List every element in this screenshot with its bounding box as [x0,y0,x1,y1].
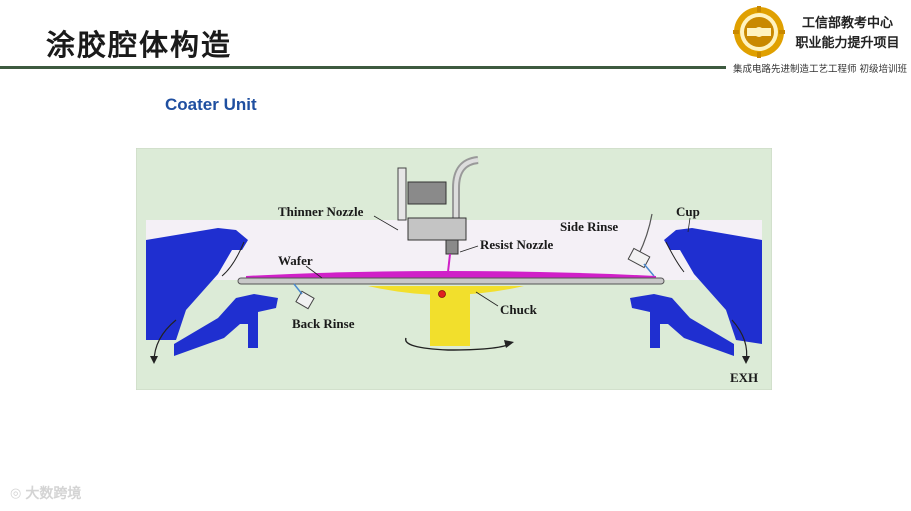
coater-unit-diagram: Thinner Nozzle Resist Nozzle Side Rinse … [136,148,772,390]
cup-right-lower [630,294,734,356]
flow-arrow-left-head [150,356,158,364]
watermark-text: 大数跨境 [25,486,82,502]
label-exh: EXH [730,370,758,385]
camera-icon: ◎ [10,485,22,501]
side-rinse-spray [643,263,655,277]
org-line-2: 职业能力提升项目 [795,36,900,51]
back-rinse-spray [293,283,303,295]
back-rinse-nozzle [295,290,315,310]
watermark: ◎ 大数跨境 [10,483,81,503]
resist-stream [447,253,451,273]
spin-platform [237,277,665,285]
nozzle-head [407,181,447,205]
org-line-1: 工信部教考中心 [801,16,893,31]
nozzle-body [407,217,467,241]
cup-right-upper [664,228,762,344]
leader-thinner [373,215,399,231]
emblem-logo-icon [733,6,785,58]
flow-arrow-top-left [221,241,245,277]
label-cup: Cup [676,204,700,219]
label-resist-nozzle: Resist Nozzle [480,237,554,252]
center-marker [438,290,446,298]
cup-left-upper [146,228,248,340]
leader-wafer [305,265,323,279]
label-side-rinse: Side Rinse [560,219,618,234]
label-wafer: Wafer [278,253,313,268]
leader-chuck [475,291,499,307]
resist-tube-inner [454,158,479,228]
thinner-nozzle-rod [397,167,407,221]
cup-left-lower [174,294,278,356]
resist-nozzle-tip [445,239,459,255]
org-subtitle: 集成电路先进制造工艺工程师 初级培训班 [732,64,908,75]
leader-resist [459,245,479,253]
label-thinner-nozzle: Thinner Nozzle [278,204,364,219]
label-chuck: Chuck [500,302,538,317]
title-divider [0,66,726,69]
flow-arrow-right-head [742,356,750,364]
rotation-arrow [405,337,513,351]
chuck-shaft [430,288,470,346]
side-rinse-nozzle [627,247,651,269]
rotation-arrow-head [504,340,514,348]
leader-cup [687,217,691,233]
organization-name: 工信部教考中心 职业能力提升项目 [790,14,905,54]
slide-title: 涂胶腔体构造 [46,28,233,62]
flow-arrow-top-right [665,241,685,273]
label-back-rinse: Back Rinse [292,316,355,331]
section-title: Coater Unit [165,95,257,114]
